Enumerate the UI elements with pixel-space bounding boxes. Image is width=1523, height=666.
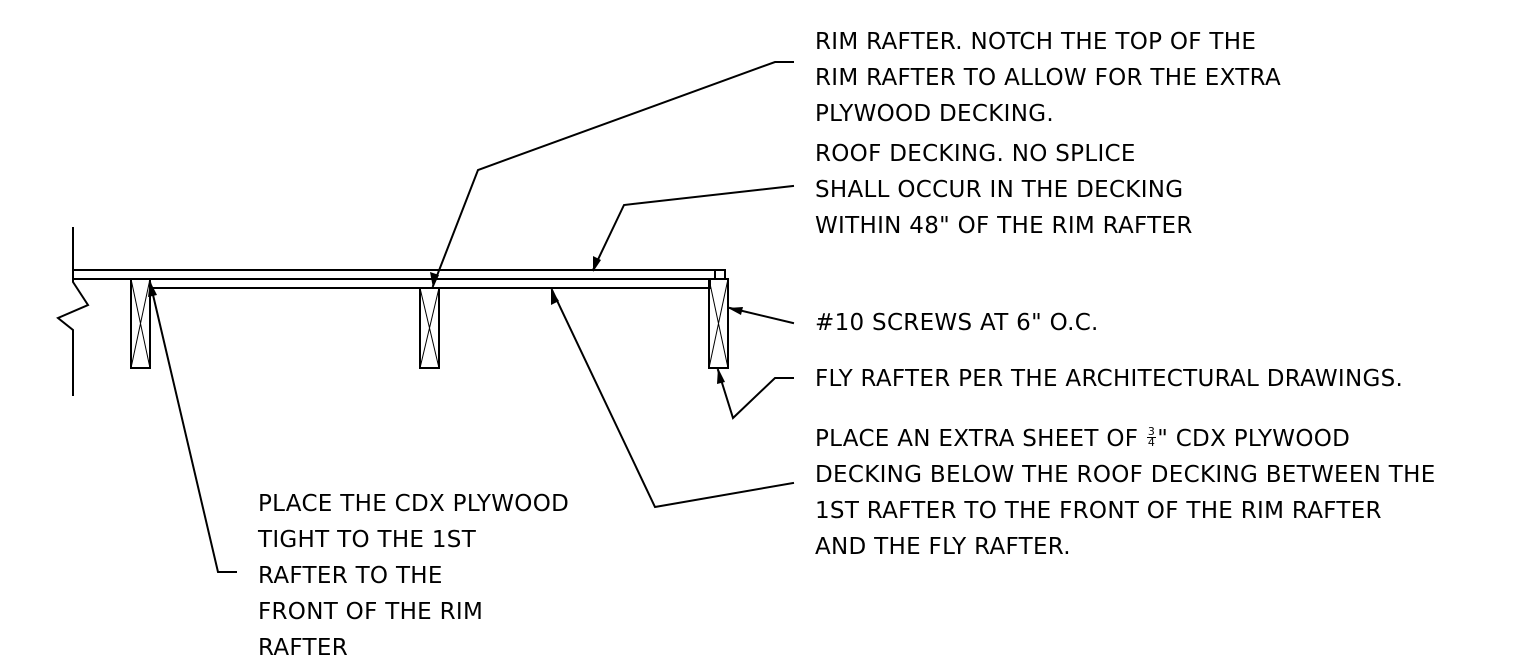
note-line: RIM RAFTER TO ALLOW FOR THE EXTRA bbox=[815, 65, 1281, 91]
note-line: ROOF DECKING. NO SPLICE bbox=[815, 141, 1136, 167]
note-line: PLYWOOD DECKING. bbox=[815, 101, 1054, 127]
leader-fly-rafter bbox=[716, 368, 794, 420]
leader-rim-rafter bbox=[431, 61, 794, 288]
arrowhead-fly-rafter bbox=[717, 368, 725, 384]
fly-rafter bbox=[708, 269, 729, 369]
note-line: WITHIN 48" OF THE RIM RAFTER bbox=[815, 213, 1193, 239]
arrowhead-roof-decking bbox=[593, 256, 601, 272]
note-line: RIM RAFTER. NOTCH THE TOP OF THE bbox=[815, 29, 1257, 55]
roof-edge-detail-drawing bbox=[56, 61, 795, 573]
note-cdx-tight: PLACE THE CDX PLYWOOD TIGHT TO THE 1ST R… bbox=[258, 486, 569, 666]
note-line: PLACE THE CDX PLYWOOD bbox=[258, 491, 570, 517]
fraction-denominator: 4 bbox=[1147, 436, 1156, 449]
leader-extra-sheet bbox=[550, 288, 795, 509]
note-text: PLACE AN EXTRA SHEET OF bbox=[815, 426, 1146, 452]
arrowhead-extra-sheet bbox=[551, 289, 559, 305]
note-rim-rafter: RIM RAFTER. NOTCH THE TOP OF THE RIM RAF… bbox=[815, 24, 1281, 132]
arrowhead-rim-rafter bbox=[430, 272, 439, 288]
fraction-numerator: 3 bbox=[1146, 425, 1157, 438]
note-line: #10 SCREWS AT 6" O.C. bbox=[815, 310, 1099, 336]
note-text: " CDX PLYWOOD bbox=[1157, 426, 1351, 452]
arrowhead-cdx-tight bbox=[148, 281, 157, 297]
extra-plywood-decking bbox=[149, 278, 711, 289]
arrowhead-screws bbox=[728, 307, 743, 315]
note-line: RAFTER TO THE bbox=[258, 563, 443, 589]
note-line: RAFTER bbox=[258, 635, 348, 661]
note-line: AND THE FLY RAFTER. bbox=[815, 534, 1071, 560]
note-roof-decking: ROOF DECKING. NO SPLICE SHALL OCCUR IN T… bbox=[815, 136, 1193, 244]
roof-decking bbox=[72, 269, 726, 280]
note-line: SHALL OCCUR IN THE DECKING bbox=[815, 177, 1184, 203]
leader-roof-decking bbox=[591, 184, 795, 272]
note-screws: #10 SCREWS AT 6" O.C. bbox=[815, 305, 1099, 341]
wall-break-line bbox=[56, 227, 90, 396]
note-line: FLY RAFTER PER THE ARCHITECTURAL DRAWING… bbox=[815, 366, 1404, 392]
note-line: DECKING BELOW THE ROOF DECKING BETWEEN T… bbox=[815, 462, 1436, 488]
note-line: 1ST RAFTER TO THE FRONT OF THE RIM RAFTE… bbox=[815, 498, 1382, 524]
rafter-1 bbox=[130, 278, 151, 369]
rafter-2 bbox=[419, 287, 440, 369]
note-line: TIGHT TO THE 1ST bbox=[258, 527, 477, 553]
leader-cdx-tight bbox=[148, 280, 237, 573]
note-line: FRONT OF THE RIM bbox=[258, 599, 484, 625]
note-fly-rafter: FLY RAFTER PER THE ARCHITECTURAL DRAWING… bbox=[815, 361, 1403, 397]
